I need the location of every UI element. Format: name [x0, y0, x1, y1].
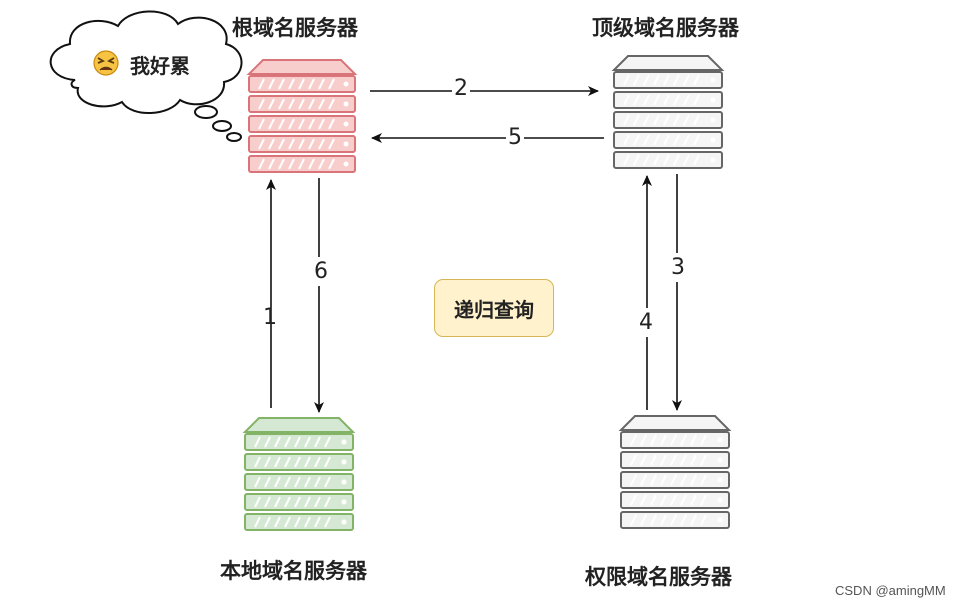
thought-cloud	[49, 10, 243, 142]
tired-face-icon	[93, 50, 119, 76]
step-6-label: 6	[314, 257, 328, 286]
step-2-label: 2	[452, 76, 470, 101]
root-server-label: 根域名服务器	[232, 16, 358, 40]
watermark: CSDN @amingMM	[835, 583, 946, 598]
step-4-label: 4	[639, 308, 653, 337]
tld-server-icon	[611, 55, 725, 169]
step-3-label: 3	[671, 253, 685, 282]
thought-text: 我好累	[130, 54, 190, 78]
recursive-query-badge: 递归查询	[434, 279, 554, 337]
root-server-icon	[246, 59, 358, 173]
step-1-label: 1	[263, 305, 277, 330]
authoritative-server-icon	[618, 415, 732, 529]
step-5-label: 5	[506, 125, 524, 150]
authoritative-server-label: 权限域名服务器	[585, 565, 732, 589]
local-server-icon	[242, 417, 356, 531]
local-server-label: 本地域名服务器	[220, 559, 367, 583]
tld-server-label: 顶级域名服务器	[592, 16, 739, 40]
